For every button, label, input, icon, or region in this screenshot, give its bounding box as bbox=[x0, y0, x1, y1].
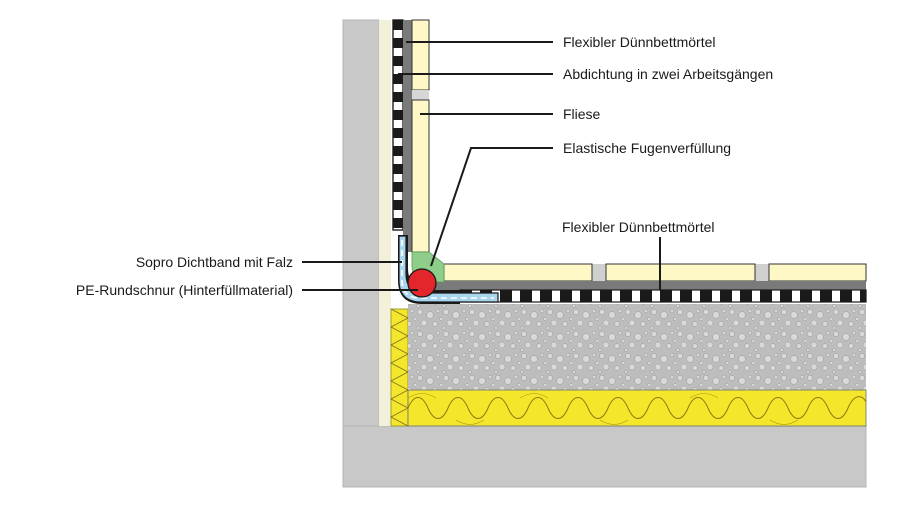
floor-insulation bbox=[407, 389, 867, 427]
floor-tiles bbox=[443, 263, 867, 282]
label-mortar-floor: Flexibler Dünnbettmörtel bbox=[562, 219, 715, 235]
concrete-wall bbox=[342, 19, 380, 427]
label-waterproofing: Abdichtung in zwei Arbeitsgängen bbox=[563, 66, 773, 82]
concrete-slab bbox=[342, 425, 867, 488]
floor-tile-1 bbox=[443, 263, 593, 282]
wall-waterproofing bbox=[392, 19, 404, 231]
screed-layer bbox=[408, 304, 866, 390]
floor-mortar-bed bbox=[432, 281, 866, 290]
concrete-structure bbox=[342, 19, 867, 488]
wall-tile-lower bbox=[411, 99, 430, 253]
leader-lines bbox=[302, 41, 661, 291]
label-sealing-tape: Sopro Dichtband mit Falz bbox=[136, 254, 293, 270]
wall-plaster-strip bbox=[379, 20, 391, 426]
floor-tile-2 bbox=[605, 263, 756, 282]
leader-elastic-joint bbox=[430, 147, 553, 267]
label-tile: Fliese bbox=[563, 106, 601, 122]
wall-tiles bbox=[411, 19, 430, 253]
pe-round-cord bbox=[407, 268, 437, 298]
edge-insulation-strip bbox=[390, 308, 409, 427]
label-elastic-joint: Elastische Fugenverfüllung bbox=[563, 140, 731, 156]
floor-waterproofing bbox=[459, 289, 867, 303]
wall-tile-joint bbox=[412, 90, 429, 100]
label-mortar-wall: Flexibler Dünnbettmörtel bbox=[563, 34, 716, 50]
wall-tile-top bbox=[411, 19, 430, 91]
floor-tile-3 bbox=[768, 263, 867, 282]
wall-mortar-bed bbox=[403, 20, 412, 252]
label-pe-cord: PE-Rundschnur (Hinterfüllmaterial) bbox=[76, 282, 293, 298]
